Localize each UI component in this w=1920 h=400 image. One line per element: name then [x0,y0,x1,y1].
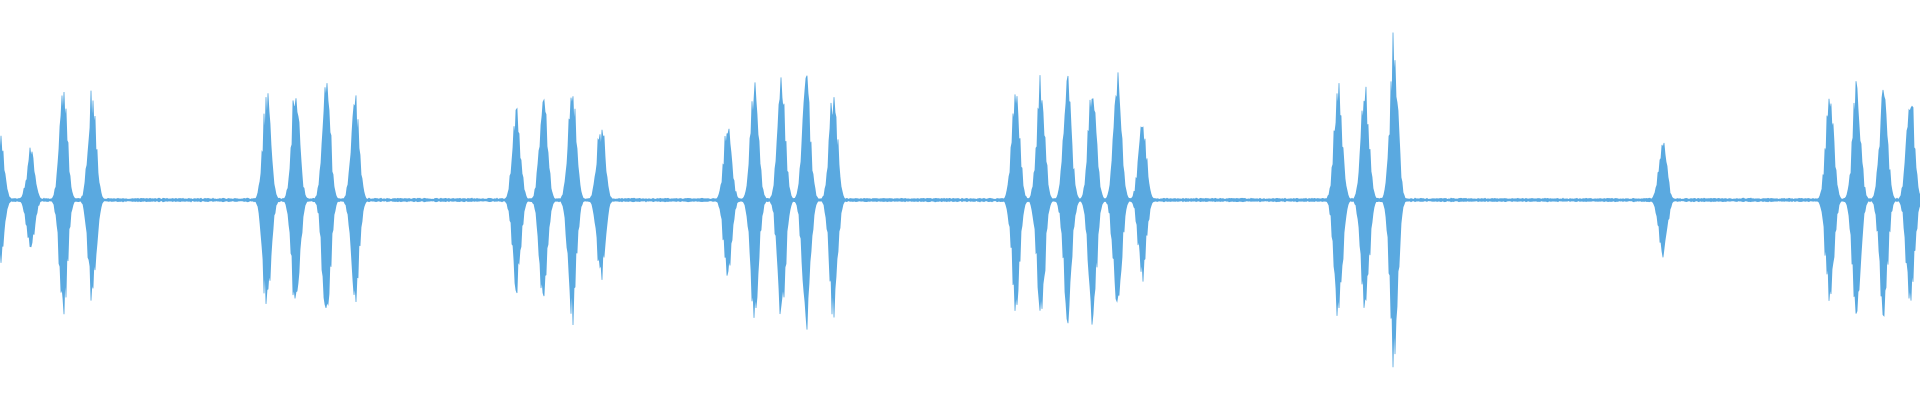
waveform-trace [0,32,1920,368]
